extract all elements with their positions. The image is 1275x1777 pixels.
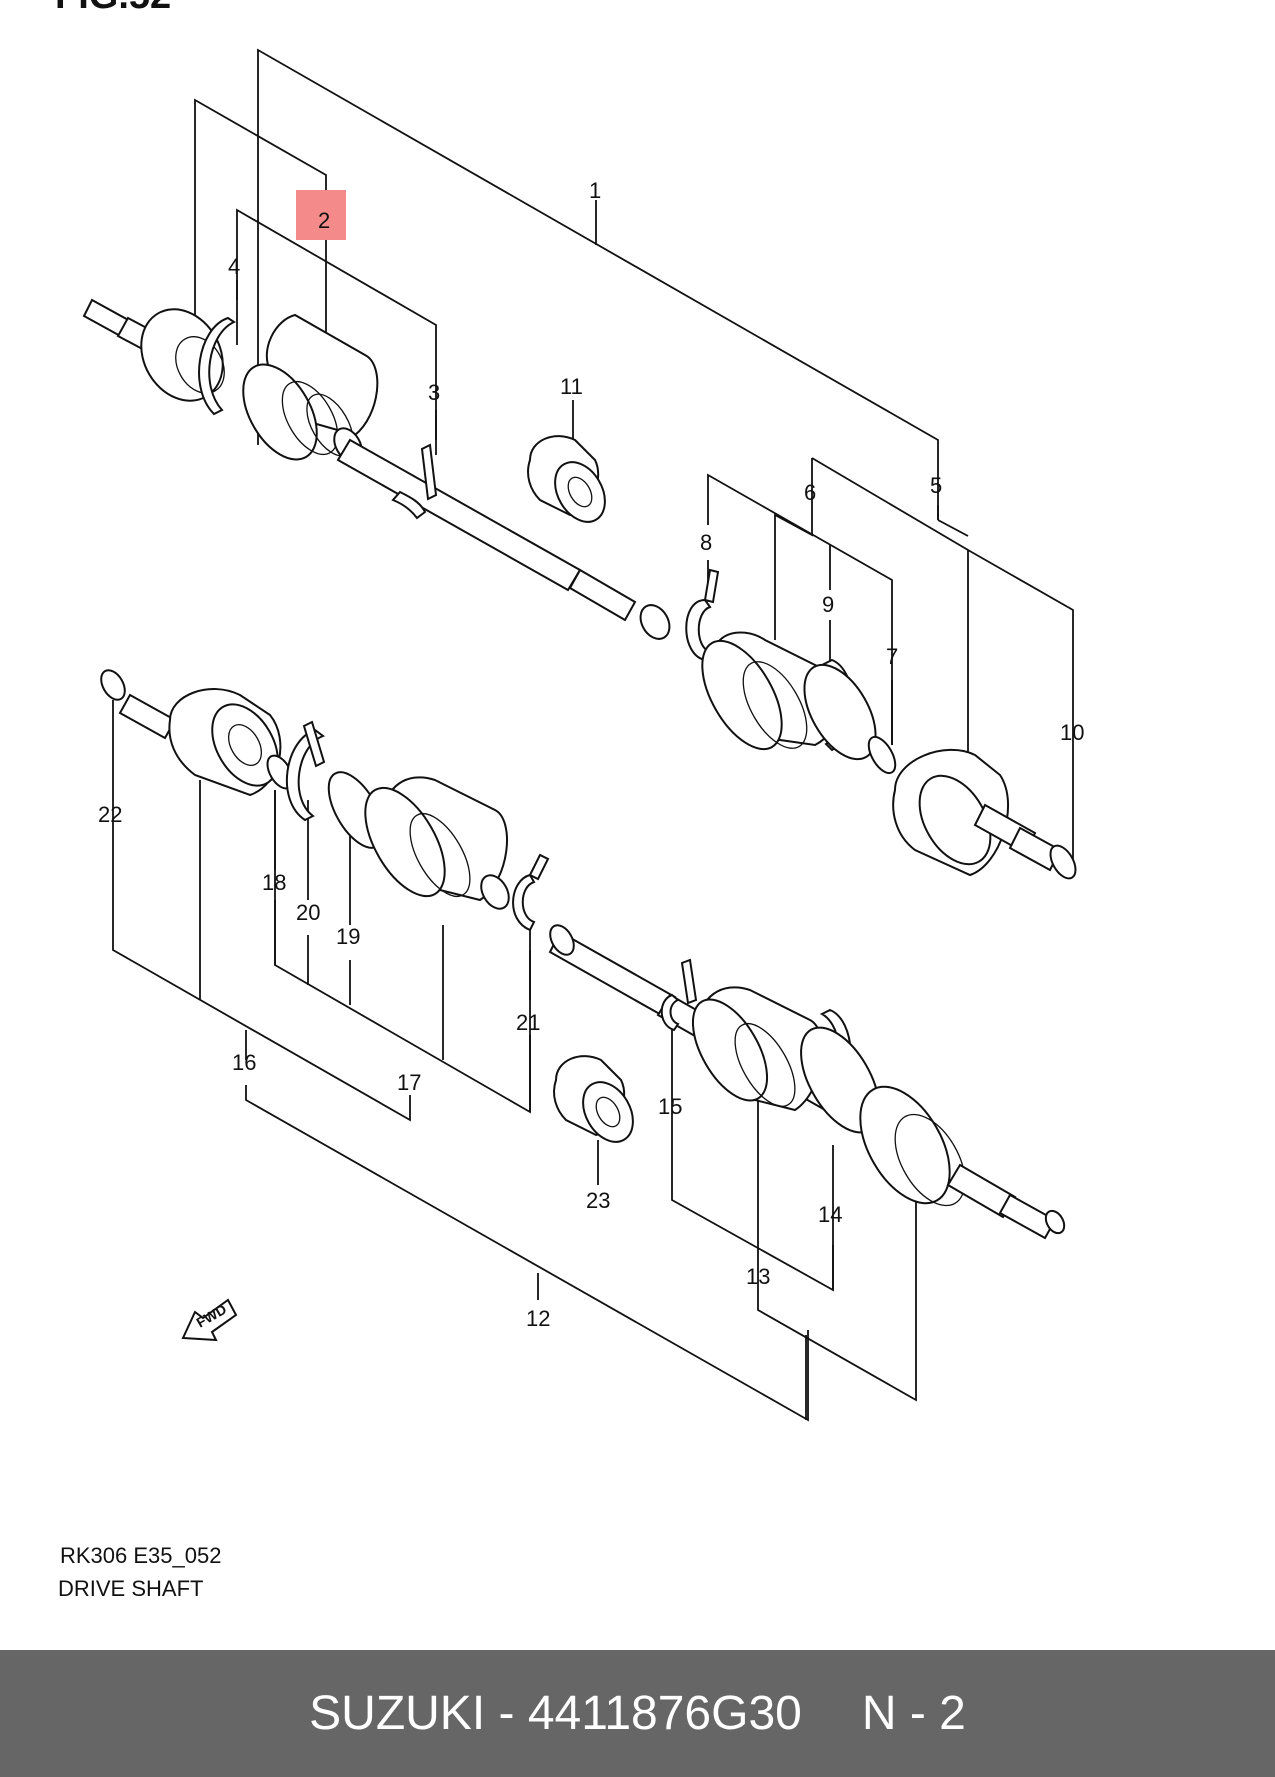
callout-6: 6: [804, 480, 816, 505]
lower-drive-shaft: [100, 669, 1066, 1240]
upper-drive-shaft: [82, 298, 1077, 880]
callout-21: 21: [516, 1010, 540, 1035]
callout-22: 22: [98, 802, 122, 827]
callout-12: 12: [526, 1306, 550, 1331]
highlight-box: [296, 190, 346, 240]
footer-brand-part: SUZUKI - 4411876G30: [309, 1687, 802, 1740]
callout-14: 14: [818, 1202, 842, 1227]
tripod-housing-16: [168, 688, 282, 797]
callout-20: 20: [296, 900, 320, 925]
callout-1: 1: [589, 178, 601, 203]
callout-17: 17: [397, 1070, 421, 1095]
damper-23: [553, 1055, 634, 1143]
exploded-parts-diagram: FIG.52: [55, 0, 1084, 1422]
callout-8: 8: [700, 530, 712, 555]
footer-ref: N - 2: [861, 1687, 966, 1740]
callout-16: 16: [232, 1050, 256, 1075]
callout-9: 9: [822, 592, 834, 617]
callout-10: 10: [1060, 720, 1084, 745]
callout-2: 2: [318, 208, 330, 233]
callout-19: 19: [336, 924, 360, 949]
inner-joint-5: [892, 749, 1062, 877]
callout-11: 11: [560, 374, 583, 399]
diagram-title: DRIVE SHAFT: [58, 1576, 204, 1601]
leader-lines: [112, 48, 1074, 1422]
callout-5: 5: [930, 473, 942, 498]
callout-13: 13: [746, 1264, 770, 1289]
damper-11: [527, 435, 606, 523]
figure-label: FIG.52: [55, 0, 171, 17]
callout-3: 3: [428, 380, 440, 405]
outer-joint-12: [859, 1085, 1066, 1240]
callout-labels: 1 2 3 4 5 6 7 8 9 10 11 12 13 14 15 16 1…: [98, 178, 1084, 1331]
fwd-arrow-icon: FWD: [181, 1298, 238, 1342]
callout-23: 23: [586, 1188, 610, 1213]
diagram-code: RK306 E35_052: [60, 1543, 222, 1568]
footer-bar: SUZUKI - 4411876G30 N - 2: [0, 1650, 1275, 1777]
callout-7: 7: [886, 644, 898, 669]
callout-4: 4: [228, 254, 240, 279]
callout-18: 18: [262, 870, 286, 895]
callout-15: 15: [658, 1094, 682, 1119]
